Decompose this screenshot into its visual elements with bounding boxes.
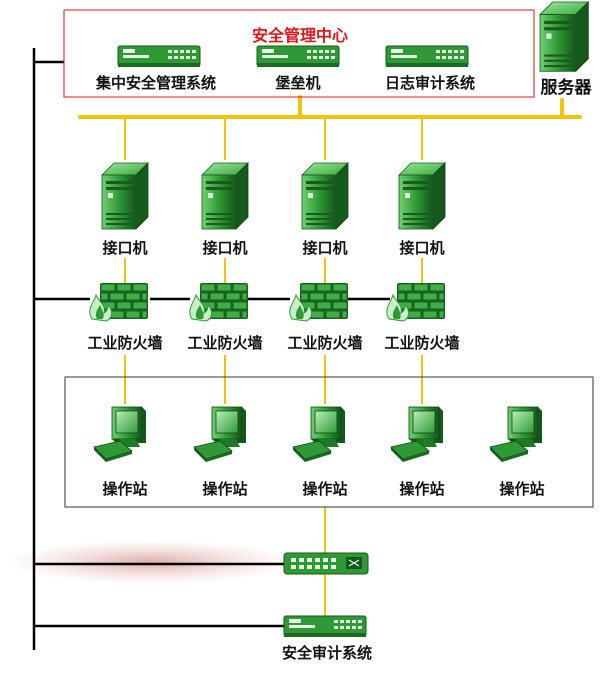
label-bastion: 堡垒机 <box>275 74 321 92</box>
workstation-icon-4 <box>390 406 444 463</box>
workstation-icon-3 <box>292 406 346 463</box>
security-center-title: 安全管理中心 <box>251 26 349 45</box>
label-central-security: 集中安全管理系统 <box>95 74 217 92</box>
bastion-appliance-icon <box>256 45 340 68</box>
yellow-drops <box>124 117 423 616</box>
workstation-group-box <box>64 376 594 508</box>
interface-server-icon-2 <box>201 162 249 230</box>
yellow-bus <box>78 95 582 119</box>
firewall-icon-1 <box>89 282 149 322</box>
label-workstation-3: 操作站 <box>302 480 348 498</box>
label-workstation-2: 操作站 <box>202 480 248 498</box>
security-audit-appliance-icon <box>283 615 367 638</box>
label-server: 服务器 <box>540 78 592 98</box>
log-audit-appliance-icon <box>385 45 469 68</box>
label-interface-2: 接口机 <box>202 239 248 257</box>
label-interface-1: 接口机 <box>102 239 148 257</box>
workstation-icon-2 <box>193 406 247 463</box>
label-firewall-1: 工业防火墙 <box>87 334 163 352</box>
firewall-icon-3 <box>289 282 349 322</box>
interface-server-icon-1 <box>101 162 149 230</box>
server-tower-icon <box>539 1 589 72</box>
interface-server-icon-4 <box>398 162 446 230</box>
firewall-icon-2 <box>189 282 249 322</box>
label-workstation-1: 操作站 <box>102 480 148 498</box>
highlight-glow <box>5 540 295 584</box>
label-firewall-4: 工业防火墙 <box>384 334 460 352</box>
label-interface-4: 接口机 <box>399 239 445 257</box>
label-firewall-3: 工业防火墙 <box>287 334 363 352</box>
security-center-box <box>63 9 535 98</box>
network-switch-icon <box>283 552 369 575</box>
label-log-audit: 日志审计系统 <box>384 74 476 92</box>
workstation-icon-5 <box>489 406 543 463</box>
trunk-line <box>32 48 390 650</box>
label-workstation-5: 操作站 <box>499 480 545 498</box>
firewall-icon-4 <box>386 282 446 322</box>
label-security-audit: 安全审计系统 <box>281 644 373 662</box>
label-interface-3: 接口机 <box>302 239 348 257</box>
central-security-appliance-icon <box>117 45 201 68</box>
label-workstation-4: 操作站 <box>399 480 445 498</box>
label-firewall-2: 工业防火墙 <box>187 334 263 352</box>
interface-server-icon-3 <box>301 162 349 230</box>
workstation-icon-1 <box>93 406 147 463</box>
